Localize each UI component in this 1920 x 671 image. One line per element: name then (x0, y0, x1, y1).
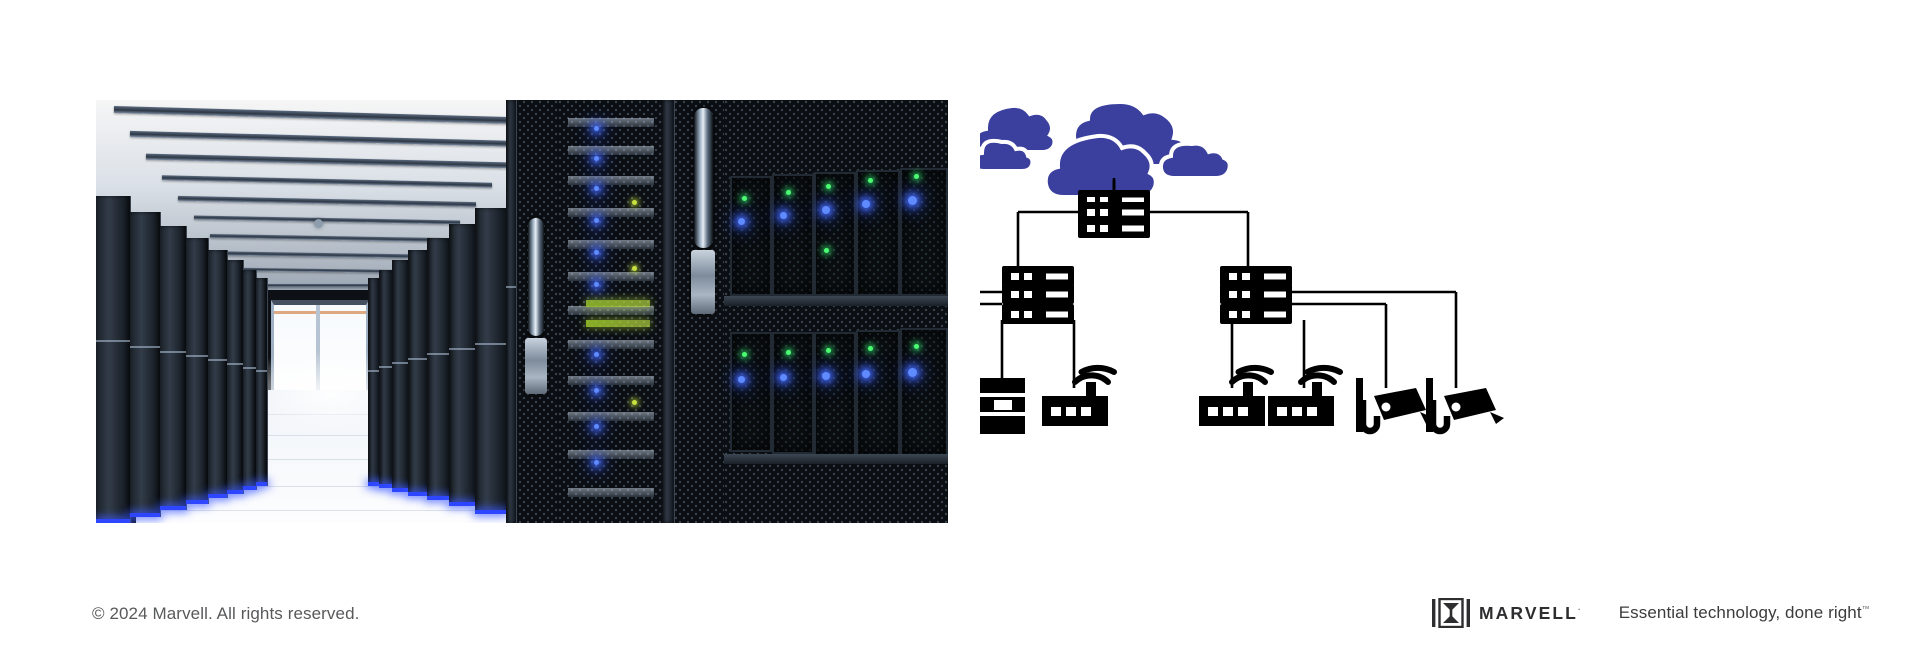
blade-chassis (772, 332, 814, 454)
copyright-text: © 2024 Marvell. All rights reserved. (92, 604, 360, 623)
marvell-wordmark: MARVELL· (1479, 602, 1583, 623)
ceiling-beam (256, 284, 398, 287)
rack-column (392, 260, 409, 492)
rack-column (379, 270, 393, 488)
rack-door-handle (694, 108, 713, 248)
rack-column (449, 224, 476, 506)
brand-tagline: Essential technology, done right™ (1618, 603, 1870, 622)
rack-door-lock (691, 250, 715, 314)
diagram-links (980, 178, 1458, 388)
rack-column (427, 238, 450, 500)
wifi-router-icon (1268, 368, 1340, 426)
rack-column (186, 238, 209, 504)
door-accent-stripe (274, 311, 366, 314)
rack-column (475, 208, 507, 514)
core-switch-stack (1078, 190, 1150, 238)
ip-camera-icon (1426, 378, 1504, 432)
wifi-router-icon (1042, 368, 1114, 426)
blade-chassis (730, 332, 772, 452)
status-led-strip (586, 320, 650, 327)
network-topology-diagram (980, 70, 1840, 520)
blade-chassis (772, 174, 814, 296)
aggregation-switch-stack-left (1002, 266, 1074, 324)
blade-chassis (814, 332, 856, 456)
data-center-photo (96, 100, 948, 523)
blade-chassis (900, 328, 948, 456)
rack-column (256, 278, 268, 486)
blade-chassis (900, 168, 948, 296)
brand-footer: MARVELL· Essential technology, done righ… (1432, 598, 1870, 628)
ip-camera-icon (1356, 378, 1434, 432)
printer-icon (980, 378, 1025, 434)
cloud-icon (980, 99, 1232, 199)
aggregation-switch-stack-right (1220, 266, 1292, 324)
blade-chassis (730, 176, 772, 296)
rack-door-lock (525, 338, 547, 394)
rack-column (130, 212, 161, 517)
rack-column (408, 250, 428, 496)
rack-frame-post (506, 100, 517, 523)
rack-column (208, 250, 228, 498)
blade-chassis (856, 330, 900, 456)
marvell-logo: MARVELL· (1432, 598, 1583, 628)
rack-cross-rail (724, 296, 948, 306)
tagline-trademark: ™ (1861, 604, 1870, 614)
rack-mesh-bank (724, 100, 948, 523)
rack-column (227, 260, 244, 494)
rack-column (160, 226, 187, 510)
wifi-router-icon (1199, 368, 1271, 426)
blade-chassis (814, 172, 856, 296)
rack-frame-post (662, 100, 675, 523)
rack-cross-rail (724, 454, 948, 464)
rack-door-handle (528, 218, 544, 336)
brand-trademark: · (1577, 604, 1583, 614)
rack-column (96, 196, 131, 523)
sprinkler-head-icon (314, 219, 323, 228)
blade-chassis (856, 170, 900, 296)
marvell-logo-mark (1432, 598, 1470, 628)
rack-column (243, 270, 257, 490)
photo-stage (96, 100, 948, 523)
status-led-strip (586, 300, 650, 307)
